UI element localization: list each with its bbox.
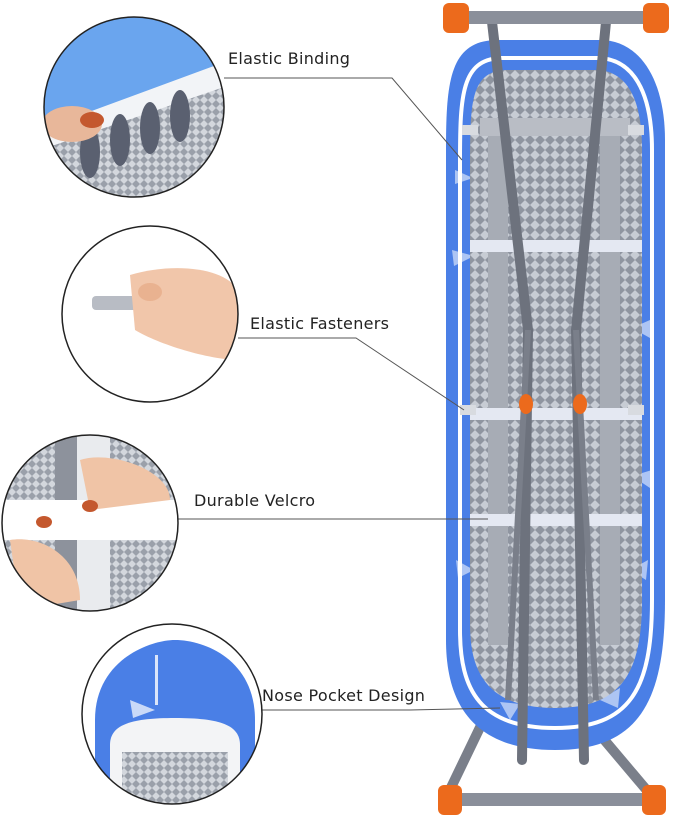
- label-elastic-fasteners: Elastic Fasteners: [250, 314, 390, 333]
- label-elastic-binding: Elastic Binding: [228, 49, 351, 68]
- orange-cap-icon: [438, 785, 666, 815]
- leader-lines: [178, 77, 501, 711]
- elastic-trim: [458, 56, 654, 731]
- zoom-circle-binding: [43, 16, 225, 198]
- zoom-circle-fastener: [61, 225, 239, 403]
- clip-icon: [460, 125, 644, 415]
- label-nose-pocket-design: Nose Pocket Design: [262, 686, 426, 705]
- zoom-circle-velcro: [1, 434, 179, 612]
- label-durable-velcro: Durable Velcro: [194, 491, 316, 510]
- top-foot-bar: [455, 11, 655, 24]
- ironing-board: [438, 3, 669, 815]
- zoom-circle-nose: [81, 623, 263, 805]
- velcro-straps: [470, 240, 642, 526]
- bottom-foot-bar: [450, 793, 655, 806]
